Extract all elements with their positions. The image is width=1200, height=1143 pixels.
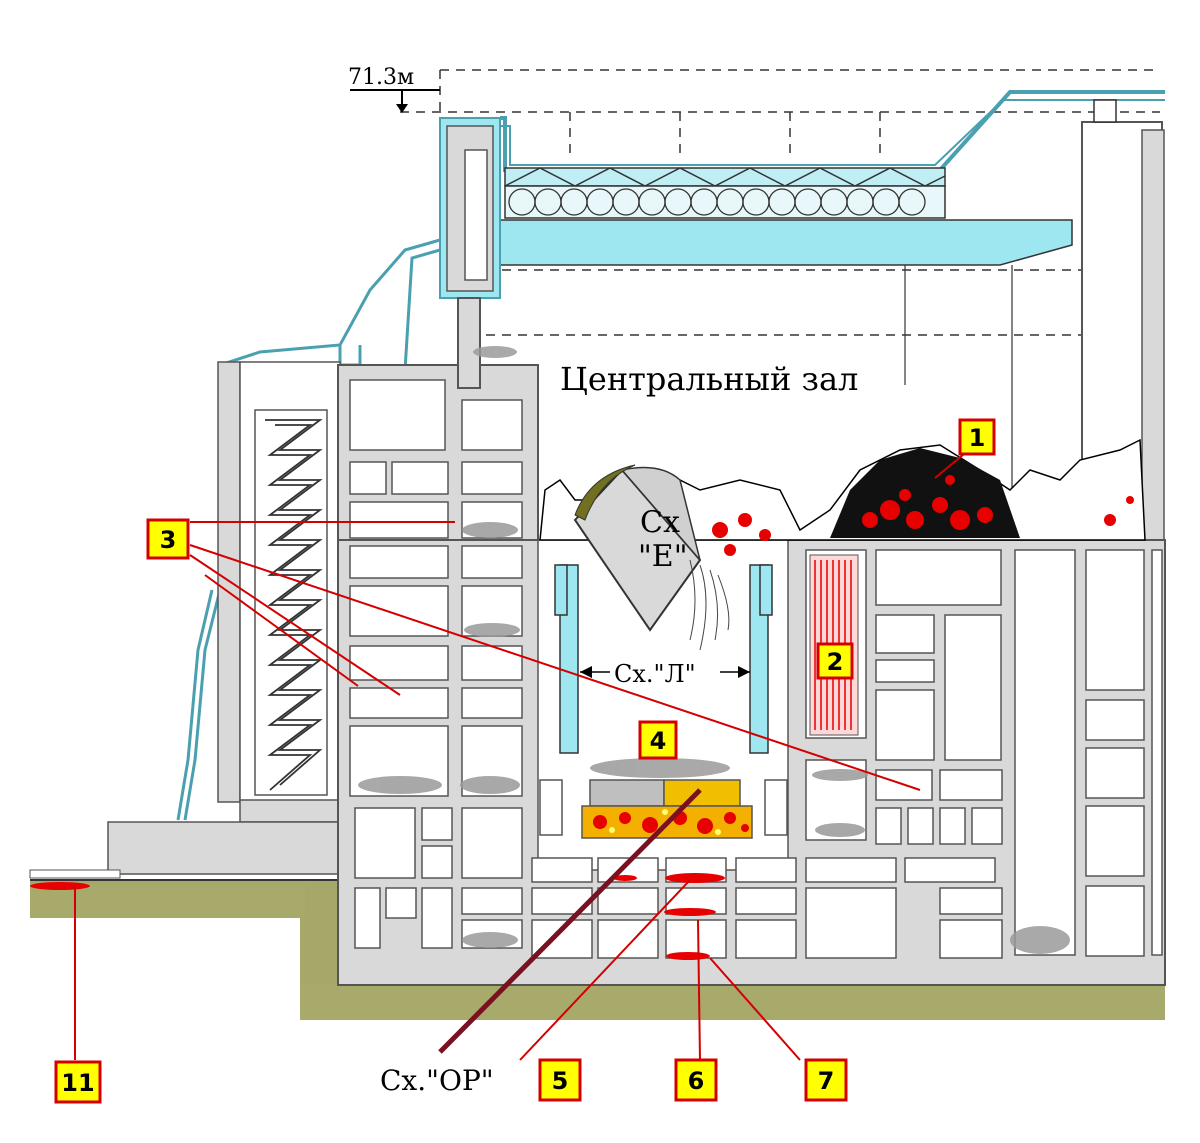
leader-lines: [74, 444, 976, 1061]
scheme-e-label-line1: Сх: [640, 505, 680, 540]
elevation-label: 71.3м: [348, 65, 414, 90]
marker-4: 4: [638, 720, 678, 760]
level-lines: [400, 69, 1160, 336]
marker-11: 11: [54, 1060, 102, 1104]
scheme-l-label: Сх."Л": [614, 660, 696, 688]
marker-1: 1: [958, 418, 996, 456]
marker-3: 3: [146, 518, 190, 560]
lava-spots: [30, 873, 725, 960]
svg-text:7: 7: [818, 1067, 835, 1095]
marker-5: 5: [538, 1058, 582, 1102]
marker-2: 2: [816, 642, 854, 680]
elevation-arrow-head: [396, 104, 408, 113]
svg-text:6: 6: [688, 1067, 705, 1095]
roof-truss: [499, 90, 1165, 540]
svg-text:3: 3: [160, 526, 177, 554]
left-block-rooms: [349, 379, 523, 949]
svg-text:5: 5: [552, 1067, 569, 1095]
scheme-e-shield: Сх "Е": [573, 464, 730, 651]
left-podium: [29, 821, 341, 879]
svg-text:1: 1: [969, 424, 986, 452]
scheme-or-leader: [438, 788, 702, 1054]
marker-7: 7: [804, 1058, 848, 1102]
rubble-pile: [539, 438, 1146, 556]
reactor-shaft: Сх."Л": [554, 564, 773, 754]
stair-tower: [217, 361, 341, 823]
svg-text:2: 2: [827, 648, 844, 676]
ground-base: [300, 983, 1165, 1020]
central-hall-label: Центральный зал: [560, 360, 858, 398]
marker-6: 6: [674, 1058, 718, 1102]
scheme-or-label: Сх."ОР": [380, 1064, 494, 1097]
left-column: [439, 117, 501, 299]
reactor-bottom: [581, 779, 753, 839]
rubble-texture: [358, 346, 1070, 954]
scheme-e-label-line2: "Е": [638, 539, 688, 574]
left-envelope: [176, 238, 441, 821]
svg-text:11: 11: [61, 1069, 94, 1097]
svg-text:4: 4: [650, 727, 667, 755]
